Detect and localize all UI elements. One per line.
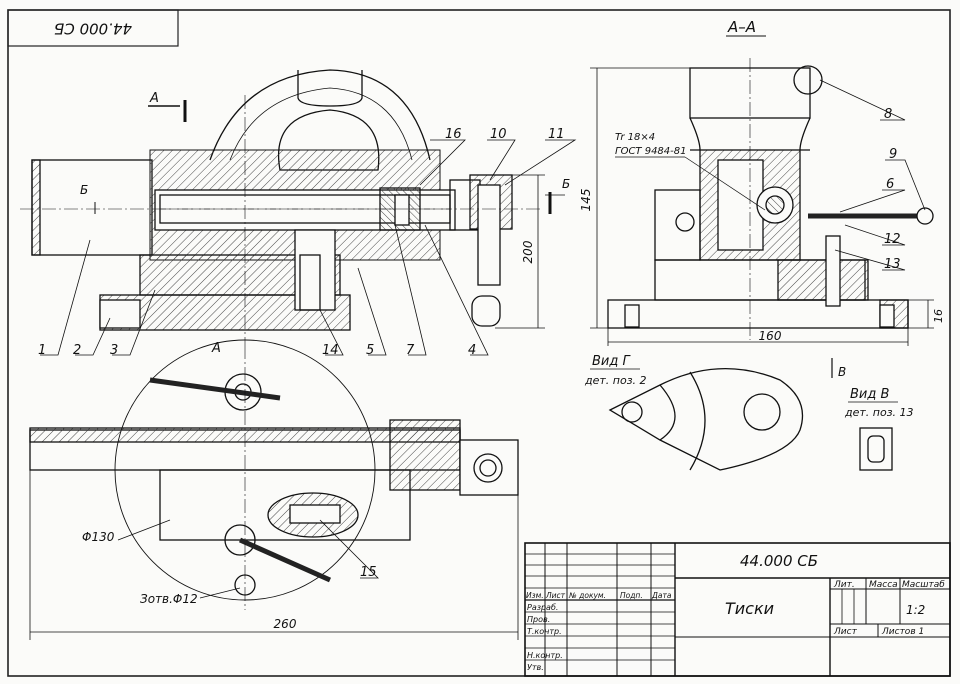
title-block-code: 44.000 СБ: [740, 552, 818, 570]
pos-14: 14: [322, 343, 339, 358]
top-view: [29, 339, 519, 610]
tb-col-date: Дата: [651, 591, 672, 600]
view-v-part: [859, 427, 893, 471]
section-aa-title: А–А: [727, 18, 756, 36]
pos-7: 7: [406, 343, 415, 358]
pos-13: 13: [884, 257, 901, 272]
tb-sheets: Листов 1: [881, 627, 924, 637]
view-b-arrow-label: В: [838, 365, 846, 379]
dim-16-text: 16: [932, 309, 945, 323]
tb-row-prov: Пров.: [527, 615, 550, 624]
pos-1: 1: [38, 343, 46, 358]
top-code-text: 44.000 СБ: [54, 20, 132, 38]
dimension-200: [495, 174, 545, 329]
pos-5: 5: [366, 343, 374, 358]
dim-hole-text: Зотв.Φ12: [140, 592, 198, 606]
tb-col-sign: Подп.: [620, 591, 643, 600]
title-block: [524, 542, 951, 677]
front-view: [20, 69, 540, 345]
dimension-260: [29, 470, 519, 640]
pos-2: 2: [73, 343, 81, 358]
leader-lines: [40, 79, 926, 579]
thread-note-1: Tr 18×4: [615, 132, 655, 143]
section-aa-view: [607, 58, 934, 340]
top-code-box: [7, 9, 179, 47]
tb-row-tkontr: Т.контр.: [527, 627, 562, 636]
title-block-scale: 1:2: [906, 603, 925, 617]
pos-15: 15: [360, 565, 377, 580]
pos-10: 10: [490, 127, 507, 142]
dim-160-text: 160: [759, 329, 782, 343]
cut-arrows-front: [94, 100, 565, 214]
pos-3: 3: [110, 343, 118, 358]
cut-b-label-left: Б: [80, 183, 88, 197]
pos-12: 12: [884, 232, 901, 247]
pos-16: 16: [445, 127, 462, 142]
tb-col-izm: Изм.: [526, 591, 544, 600]
tb-col-list: Лист: [545, 591, 566, 600]
tb-lit: Лит.: [833, 580, 855, 590]
pos-9: 9: [889, 147, 897, 162]
position-numbers: 1 2 3 4 5 6 7 8 9 10 11 12 13 14 15 16: [38, 107, 901, 580]
tb-row-razrab: Разраб.: [527, 603, 558, 612]
title-block-name: Тиски: [725, 599, 774, 618]
dimensions-aa: [590, 67, 934, 378]
tb-mass: Масса: [869, 580, 898, 590]
view-g-subtitle: дет. поз. 2: [584, 374, 647, 387]
tb-masshtab: Масштаб: [902, 580, 945, 590]
cut-a-label-top: А: [149, 91, 159, 106]
view-v-subtitle: дет. поз. 13: [844, 406, 914, 419]
cut-b-label-right: Б: [562, 177, 570, 191]
cut-a-label-bottom: А: [211, 341, 221, 356]
drawing-frame: [7, 9, 951, 677]
dim-260-text: 260: [274, 617, 297, 631]
thread-note-2: ГОСТ 9484-81: [615, 146, 687, 157]
dim-d130-text: Φ130: [82, 530, 115, 544]
tb-row-utv: Утв.: [527, 663, 544, 672]
dim-200-text: 200: [521, 240, 535, 263]
tb-sheet: Лист: [833, 627, 858, 637]
tb-row-nkontr: Н.контр.: [527, 651, 563, 660]
pos-11: 11: [548, 127, 565, 142]
view-g-title: Вид Г: [592, 354, 631, 369]
dim-145-text: 145: [579, 189, 593, 212]
pos-6: 6: [886, 177, 894, 192]
view-g-part: [608, 368, 804, 471]
pos-4: 4: [468, 343, 476, 358]
tb-col-doc: № докум.: [568, 591, 606, 600]
pos-8: 8: [884, 107, 892, 122]
view-v-title: Вид В: [850, 387, 889, 402]
